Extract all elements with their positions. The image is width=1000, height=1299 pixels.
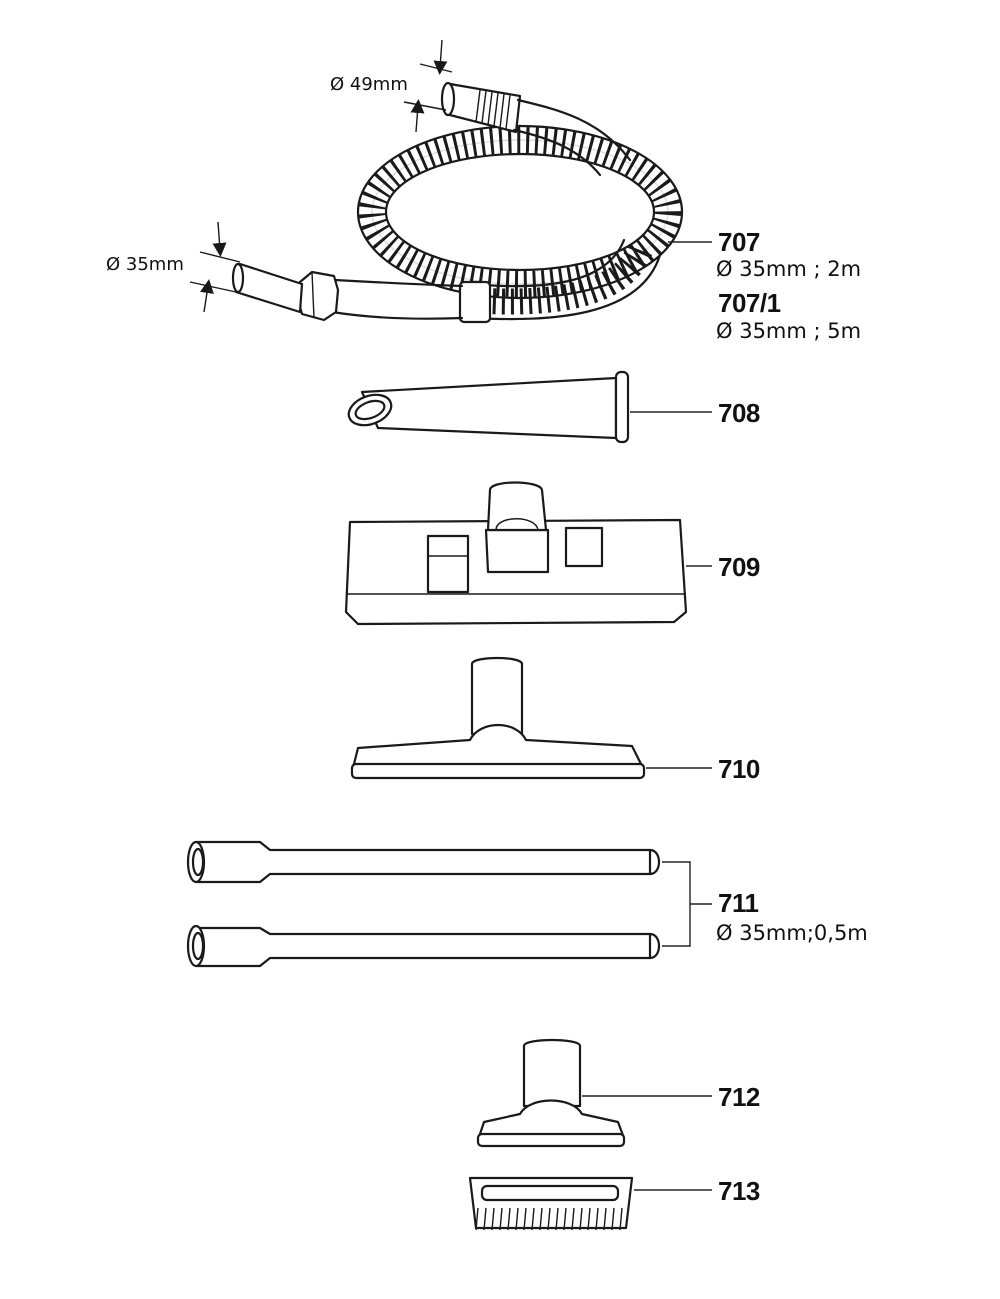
part-number-707: 707: [718, 227, 760, 257]
part-number-713: 713: [718, 1176, 760, 1206]
dimension-label-35mm: Ø 35mm: [106, 254, 184, 275]
extension-tubes-drawing: [186, 840, 712, 968]
wide-nozzle-drawing: [350, 656, 712, 780]
brush-drawing: [468, 1176, 712, 1231]
dimension-label-49mm: Ø 49mm: [330, 74, 408, 95]
part-number-710: 710: [718, 754, 760, 784]
part-number-709: 709: [718, 552, 760, 582]
part-number-712: 712: [718, 1082, 760, 1112]
part-number-708: 708: [718, 398, 760, 428]
part-spec-707-1: Ø 35mm ; 5m: [716, 319, 861, 343]
part-number-707-1: 707/1: [718, 288, 781, 318]
upholstery-nozzle-drawing: [476, 1038, 712, 1148]
part-spec-711: Ø 35mm;0,5m: [716, 921, 868, 945]
part-number-711: 711: [718, 888, 758, 918]
part-spec-707: Ø 35mm ; 2m: [716, 257, 861, 281]
hose-drawing: [189, 39, 712, 324]
floor-nozzle-drawing: [344, 481, 712, 626]
crevice-tool-drawing: [347, 370, 712, 444]
